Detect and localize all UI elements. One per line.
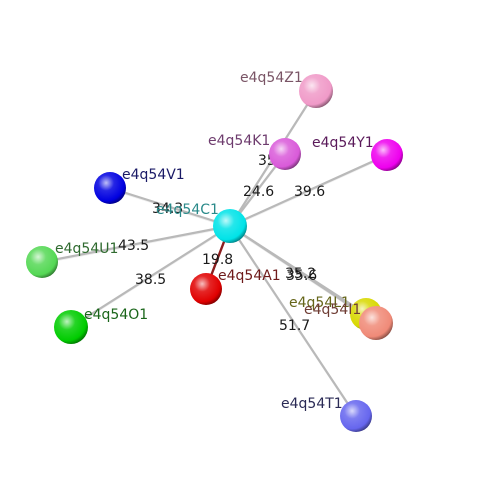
node-o1[interactable] [54, 310, 88, 344]
node-z1[interactable] [299, 74, 333, 108]
node-t1[interactable] [340, 400, 372, 432]
node-y1[interactable] [371, 139, 403, 171]
node-u1[interactable] [26, 246, 58, 278]
edge-c1-v1 [108, 186, 232, 228]
edge-label-k1: 24.6 [243, 184, 274, 200]
edge-label-o1: 38.5 [135, 272, 166, 288]
edge-c1-o1 [69, 224, 232, 329]
node-label-s1: e4q54I1 [304, 302, 361, 318]
edge-shadow-y1 [229, 156, 388, 228]
node-label-l1: e4q54L1 [289, 295, 350, 311]
node-c1[interactable] [213, 209, 247, 243]
edge-label-s1: 35.6 [286, 268, 317, 284]
node-label-z1: e4q54Z1 [240, 70, 303, 86]
edge-shadow-v1 [109, 189, 231, 228]
node-label-o1: e4q54O1 [84, 307, 148, 323]
edge-shadow-u1 [41, 227, 231, 264]
edge-label-v1: 34.3 [152, 201, 183, 217]
node-label-v1: e4q54V1 [122, 167, 185, 183]
edge-shadow-o1 [70, 227, 231, 329]
node-label-a1: e4q54A1 [218, 268, 281, 284]
edge-label-t1: 51.7 [279, 318, 310, 334]
edge-label-u1: 43.5 [118, 238, 149, 254]
node-k1[interactable] [269, 138, 301, 170]
node-a1[interactable] [190, 273, 222, 305]
node-label-u1: e4q54U1 [55, 241, 118, 257]
node-label-t1: e4q54T1 [281, 396, 343, 412]
edge-c1-u1 [40, 224, 232, 264]
node-s1[interactable] [359, 306, 393, 340]
node-v1[interactable] [94, 172, 126, 204]
edge-c1-s1 [228, 224, 378, 325]
edge-label-l1: 35.2 [285, 266, 316, 282]
node-label-y1: e4q54Y1 [312, 135, 374, 151]
edge-label-a1: 19.8 [202, 252, 233, 268]
edge-label-y1: 39.6 [294, 184, 325, 200]
edge-c1-y1 [228, 153, 389, 228]
node-labels-layer: e4q54C1 e4q54Z1 e4q54K1 e4q54Y1 e4q54V1 e4q54… [55, 70, 374, 412]
edge-c1-t1 [228, 224, 358, 418]
node-label-c1: e4q54C1 [156, 202, 219, 218]
nodes-layer [26, 74, 403, 432]
node-label-k1: e4q54K1 [208, 133, 270, 149]
